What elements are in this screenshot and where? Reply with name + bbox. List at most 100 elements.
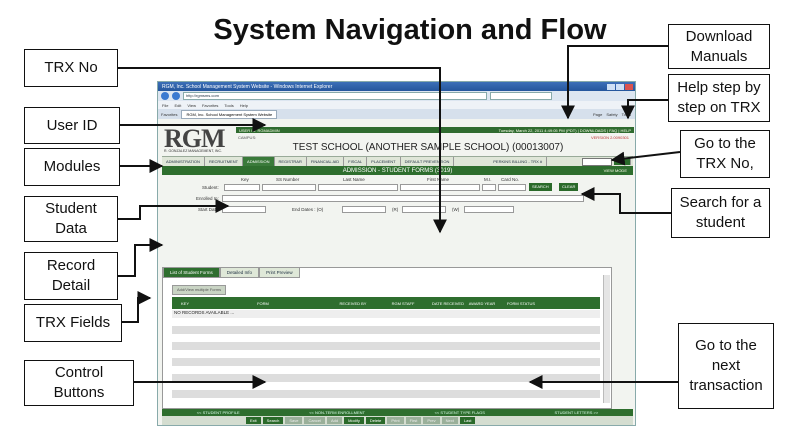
- module-administration[interactable]: ADMINISTRATION: [162, 157, 205, 166]
- module-registrar[interactable]: REGISTRAR: [275, 157, 307, 166]
- record-tabs: List of Student Forms Detailed Info Prin…: [163, 267, 300, 278]
- last-button[interactable]: Last: [459, 417, 476, 424]
- callout-download-manuals: Download Manuals: [668, 24, 770, 69]
- col-rgm-staff: RGM STAFF: [391, 300, 415, 306]
- modify-button[interactable]: Modify: [344, 417, 364, 424]
- add-button[interactable]: Add: [326, 417, 343, 424]
- end-date-w-input[interactable]: [464, 206, 514, 213]
- col-key: KEY: [180, 300, 189, 306]
- col-award-year: AWARD YEAR: [468, 300, 496, 306]
- table-row: [172, 382, 600, 390]
- menu-file[interactable]: File: [162, 102, 169, 108]
- control-buttons-bar: Exit Search Save Cancel Add Modify Delet…: [162, 416, 633, 425]
- clear-button[interactable]: CLEAR: [559, 183, 579, 191]
- table-row: [172, 358, 600, 366]
- end-date-r-input[interactable]: [402, 206, 446, 213]
- card-input[interactable]: [498, 184, 526, 191]
- page-menu[interactable]: Page: [592, 111, 603, 117]
- module-recruitment[interactable]: RECRUITMENT: [205, 157, 244, 166]
- browser-tabbar: Favorites RGM, Inc. School Management Sy…: [158, 109, 635, 119]
- trx-input[interactable]: [582, 157, 612, 166]
- prev-button[interactable]: Prev: [423, 417, 440, 424]
- enrolled-label: Enrolled In:: [196, 196, 219, 201]
- module-fiscal[interactable]: FISCAL: [344, 157, 368, 166]
- link-student-letters[interactable]: STUDENT LETTERS >>: [554, 410, 599, 415]
- browser-menubar: File Edit View Favorites Tools Help: [158, 101, 635, 109]
- module-default-prevention[interactable]: DEFAULT PREVENTION: [401, 157, 455, 166]
- menu-help[interactable]: Help: [239, 102, 248, 108]
- key-input[interactable]: [224, 184, 260, 191]
- enrolled-select[interactable]: [222, 195, 584, 202]
- view-mode: VIEW MODE: [603, 168, 627, 173]
- datetime-links[interactable]: Tuesday, March 22, 2011 4:49:05 PM (PDT)…: [498, 127, 631, 133]
- table-row: [172, 342, 600, 350]
- module-financial-aid[interactable]: FINANCIAL AID: [307, 157, 345, 166]
- menu-favorites[interactable]: Favorites: [201, 102, 219, 108]
- back-icon[interactable]: [161, 92, 169, 100]
- print-button[interactable]: Print: [387, 417, 404, 424]
- add-forms-button[interactable]: Add/View multiple Forms: [172, 285, 227, 295]
- table-row: [172, 390, 600, 398]
- campus-label: CAMPUS:: [238, 135, 257, 140]
- module-placement[interactable]: PLACEMENT: [367, 157, 401, 166]
- ss-input[interactable]: [262, 184, 316, 191]
- menu-edit[interactable]: Edit: [174, 102, 182, 108]
- close-icon[interactable]: [625, 83, 633, 90]
- next-button[interactable]: Next: [441, 417, 458, 424]
- favorites-button[interactable]: Favorites: [161, 111, 178, 117]
- minimize-icon[interactable]: [607, 83, 615, 90]
- menu-tools[interactable]: Tools: [224, 102, 234, 108]
- url-input[interactable]: http://rgmsms.com: [183, 92, 487, 100]
- delete-button[interactable]: Delete: [365, 417, 386, 424]
- start-date-input[interactable]: [222, 206, 266, 213]
- end-date-o-input[interactable]: [342, 206, 386, 213]
- tools-menu[interactable]: Tools: [621, 111, 631, 117]
- table-row: [172, 366, 600, 374]
- tab-print-preview[interactable]: Print Preview: [259, 267, 300, 278]
- exit-button[interactable]: Exit: [246, 417, 261, 424]
- first-name-input[interactable]: [400, 184, 480, 191]
- browser-tab[interactable]: RGM, Inc. School Management System Websi…: [181, 109, 278, 119]
- callout-modules: Modules: [24, 148, 120, 186]
- browser-search-input[interactable]: [490, 92, 552, 100]
- search-ctrl-button[interactable]: Search: [262, 417, 284, 424]
- link-non-term-enrollment[interactable]: << NON-TERM ENROLLMENT: [309, 410, 365, 415]
- related-links-bar: << STUDENT PROFILE << NON-TERM ENROLLMEN…: [162, 409, 633, 416]
- safety-menu[interactable]: Safety: [606, 111, 618, 117]
- save-button[interactable]: Save: [285, 417, 303, 424]
- link-student-profile[interactable]: << STUDENT PROFILE: [196, 410, 240, 415]
- callout-trx-no: TRX No: [24, 49, 118, 87]
- table-header: KEY FORM RECEIVED BY RGM STAFF DATE RECE…: [172, 297, 600, 309]
- first-button[interactable]: First: [405, 417, 422, 424]
- window-title: RGM, Inc. School Management System Websi…: [162, 83, 333, 90]
- go-trx-button[interactable]: [614, 158, 631, 165]
- search-button[interactable]: SEARCH: [529, 183, 552, 191]
- forward-icon[interactable]: [172, 92, 180, 100]
- scrollbar[interactable]: [603, 275, 610, 403]
- mi-input[interactable]: [482, 184, 496, 191]
- user-id: USER ID: RGMADMIN: [239, 127, 280, 133]
- callout-go-trx: Go to the TRX No,: [680, 130, 770, 178]
- col-form-status: FORM STATUS: [506, 300, 536, 306]
- link-student-type-flags[interactable]: << STUDENT TYPE FLAGS: [434, 410, 485, 415]
- module-perkins-billing[interactable]: PERKINS BILLING - TRX #: [489, 157, 548, 166]
- last-name-input[interactable]: [318, 184, 398, 191]
- mi-label: M.I.: [484, 177, 492, 182]
- callout-search-student: Search for a student: [671, 188, 770, 238]
- version-label: VERSION 2.0090301: [590, 135, 629, 140]
- last-name-label: Last Name: [343, 177, 365, 182]
- callout-help-step: Help step by step on TRX: [668, 74, 770, 122]
- module-admission[interactable]: ADMISSION: [243, 157, 275, 166]
- maximize-icon[interactable]: [616, 83, 624, 90]
- callout-student-data: Student Data: [24, 196, 118, 242]
- key-label: Key: [241, 177, 249, 182]
- tab-detailed-info[interactable]: Detailed Info: [219, 267, 260, 278]
- tab-list-forms[interactable]: List of Student Forms: [163, 267, 220, 278]
- ss-label: SS Number: [276, 177, 300, 182]
- end-date-label: End Dates : (O): [292, 207, 324, 212]
- table-row: [172, 334, 600, 342]
- section-title-bar: ADMISSION - STUDENT FORMS (3019) VIEW MO…: [162, 166, 633, 175]
- menu-view[interactable]: View: [187, 102, 196, 108]
- cancel-button[interactable]: Cancel: [304, 417, 325, 424]
- callout-control-buttons: Control Buttons: [24, 360, 134, 406]
